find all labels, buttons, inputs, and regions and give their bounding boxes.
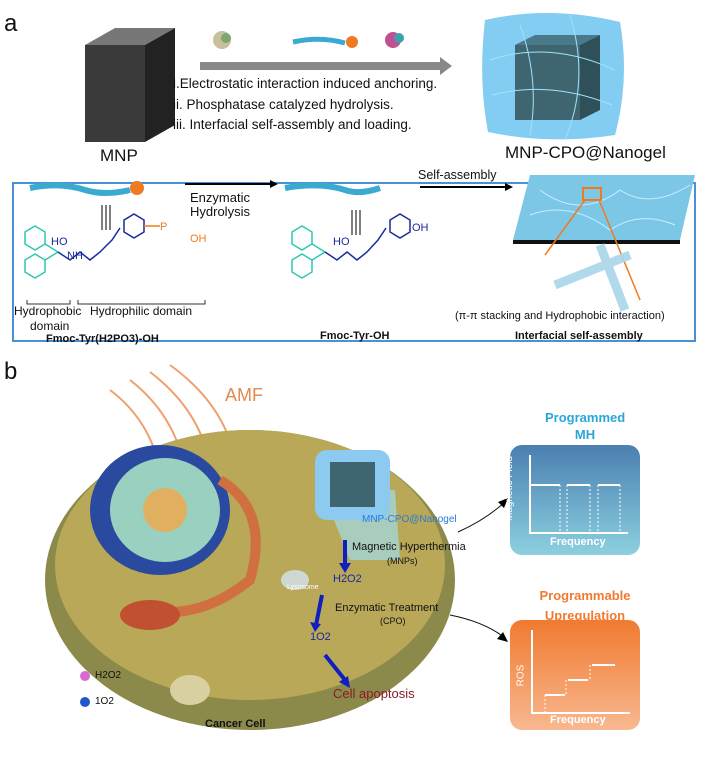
h2o2-legend-dot [80,671,90,681]
fmoc-structure-reactant [24,213,160,279]
atom-oh-product: OH [412,222,429,234]
singlet-oxygen-legend-dot [80,697,90,707]
panel-b-graphics [45,364,508,730]
atom-ho-product: HO [333,236,350,248]
hydrophobic-label: Hydrophobic [14,304,82,318]
er [149,475,261,617]
reactant-label: Fmoc-Tyr(H2PO3)-OH [46,333,159,345]
interaction-label: (π-π stacking and Hydrophobic interactio… [455,310,665,322]
panel-label-b: b [4,358,18,385]
self-assembly-scheme [12,182,696,342]
mnp-label: MNP [100,146,138,165]
fmoc-structure-product [291,213,411,279]
panel-label-a: a [4,10,18,37]
atom-nh: NH [67,250,83,262]
domain-label: domain [30,319,70,333]
h2o2-label: H2O2 [333,573,362,585]
product-label: MNP-CPO@Nanogel [505,143,666,162]
mh-label: Magnetic Hyperthermia [352,541,466,553]
legend-h2o2: H2O2 [95,670,122,681]
chart-mh: Frequency Magnetic Field [504,445,640,555]
fibril-icon [553,243,632,312]
chart-ros-ylabel: ROS [515,664,527,687]
cancer-cell-label: Cancer Cell [205,718,266,730]
step-2: ii. Phosphatase catalyzed hydrolysis. [173,97,394,112]
atom-ho: HO [51,236,68,248]
peptide-rod-icon [292,36,358,48]
scheme-graphics [24,175,695,312]
interfacial-label: Interfacial self-assembly [515,330,643,342]
hydrophilic-label: Hydrophilic domain [90,304,193,318]
enzymatic-treatment-label: Enzymatic Treatment [335,602,439,614]
peptide-rod [29,182,131,196]
product-name-label: Fmoc-Tyr-OH [320,330,390,342]
self-assembly-label: Self-assembly [418,168,497,182]
gel-plate [513,175,695,244]
chart-ros: Frequency ROS [510,620,640,730]
cancer-cell-illustration [45,430,455,730]
equivalence-mark [101,205,111,230]
process-arrow [200,57,452,75]
mnps-label: (MNPs) [387,556,418,566]
enzyme-icon [213,31,231,49]
step-3: iii. Interfacial self-assembly and loadi… [173,117,412,132]
legend-singlet-oxygen: 1O2 [95,696,114,707]
atom-p: P [160,221,168,233]
singlet-oxygen-label: 1O2 [310,631,331,643]
cpo-label: (CPO) [380,616,406,626]
chart-mh-ylabel: Magnetic Field [504,455,516,522]
chart-mh-xlabel: Frequency [550,536,606,548]
cell-apoptosis-label: Cell apoptosis [333,686,415,701]
lysosome [281,570,309,590]
nanogel-small-icon [315,450,390,520]
atom-oh: OH [190,233,207,245]
mnp-cube-icon [85,28,175,142]
nanogel-icon [482,12,624,141]
lysosome-label: Lysosome [287,584,319,591]
nanogel-label: MNP-CPO@Nanogel [362,514,457,525]
amf-label: AMF [225,385,263,405]
phosphate-head [130,181,144,195]
step-1: i.Electrostatic interaction induced anch… [173,76,438,91]
cpo-enzyme-icon [385,32,404,48]
panel-a-graphics [85,12,624,142]
chart-ros-xlabel: Frequency [550,714,606,726]
mitochondria [120,600,180,630]
